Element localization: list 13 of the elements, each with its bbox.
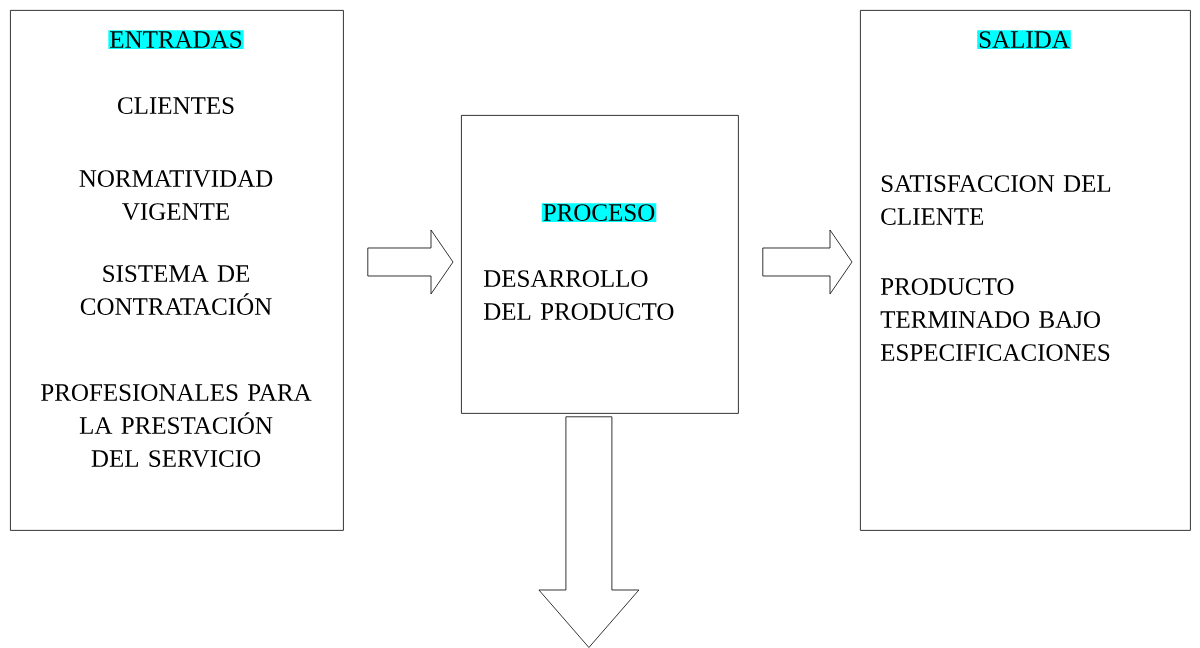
heading-label: PROCESO: [541, 203, 657, 222]
body-text: PROFESIONALES PARA LA PRESTACIÓN DEL SERVICIO: [41, 384, 312, 468]
body-text: NORMATIVIDAD VIGENTE: [79, 170, 273, 221]
body-text: SISTEMA DE CONTRATACIÓN: [80, 265, 272, 315]
body-text: PRODUCTO TERMINADO BAJO ESPECIFICACIONES: [880, 278, 1110, 361]
block-arrow: [367, 229, 454, 295]
body-text: DESARROLLO DEL PRODUCTO: [483, 270, 674, 320]
block-arrow: [538, 416, 640, 648]
heading-label: ENTRADAS: [108, 30, 244, 49]
body-text: CLIENTES: [118, 97, 234, 114]
body-text: SATISFACCION DEL CLIENTE: [881, 175, 1111, 225]
block-arrow: [762, 229, 853, 295]
heading-label: SALIDA: [977, 30, 1071, 49]
